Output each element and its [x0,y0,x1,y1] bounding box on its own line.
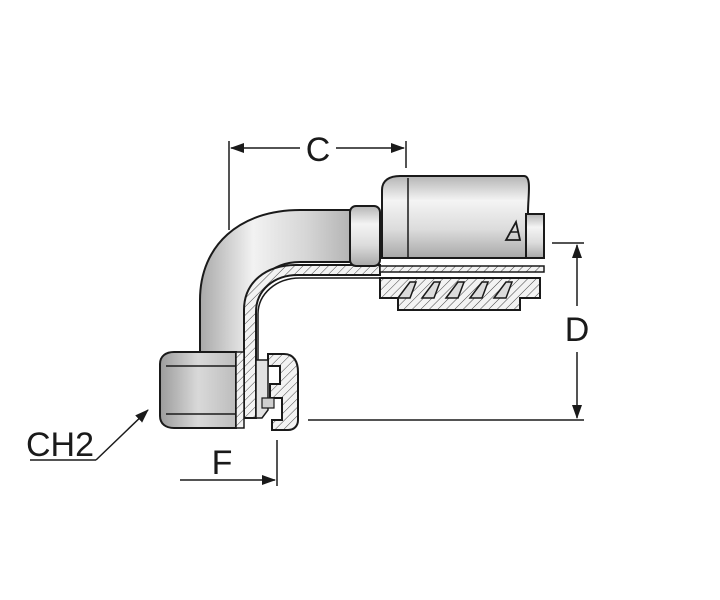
ferrule [381,175,545,259]
collar-ring [349,205,381,267]
nut-section [235,351,299,431]
stem-serrations [396,281,514,299]
dimension-c-label: C [306,131,331,169]
brand-logo-icon [504,219,522,241]
stem-section [379,265,545,311]
dimension-c: C [228,131,407,230]
dimension-f-label: F [212,444,233,482]
dimension-d-label: D [565,311,590,349]
elbow-body [199,209,353,356]
leader-ch2-label: CH2 [26,426,94,464]
dimension-d: D [308,242,590,421]
dimension-f: F [180,440,278,486]
swivel-nut [159,351,237,429]
leader-ch2: CH2 [26,409,149,464]
